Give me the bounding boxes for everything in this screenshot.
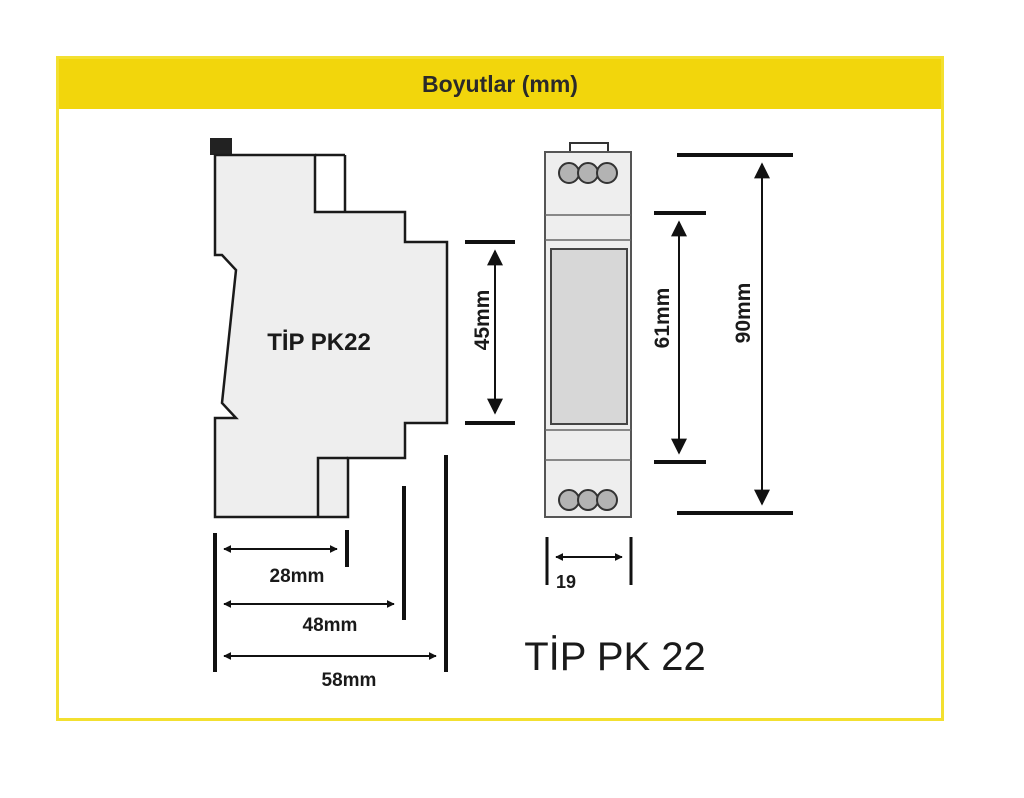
din-clip-tab [210,138,232,155]
panel-header: Boyutlar (mm) [59,59,941,109]
top-terminal-screws [558,162,618,184]
height-dimension-90mm [677,153,793,515]
side-view-bottom-step [316,456,348,517]
front-view [544,142,632,518]
dimension-label-28mm: 28mm [270,566,325,587]
dimension-label-19: 19 [556,572,576,592]
dimension-label-45mm: 45mm [471,290,494,351]
panel-title: Boyutlar (mm) [422,70,578,97]
product-caption: TİP PK 22 [524,634,706,679]
dimension-label-90mm: 90mm [732,283,755,344]
side-view-label: TİP PK22 [267,329,371,356]
side-view: TİP PK22 [210,138,449,519]
bottom-terminal-screws [558,489,618,511]
height-dimension-45mm [465,240,515,425]
dimension-label-48mm: 48mm [303,615,358,636]
width-dimensions [213,455,448,672]
dimension-label-61mm: 61mm [651,288,674,349]
height-dimension-61mm [654,211,706,464]
dimension-label-58mm: 58mm [322,670,377,691]
front-view-window [550,248,628,425]
dimensions-panel: Boyutlar (mm) [56,56,944,721]
width-dimension-19 [545,537,633,585]
